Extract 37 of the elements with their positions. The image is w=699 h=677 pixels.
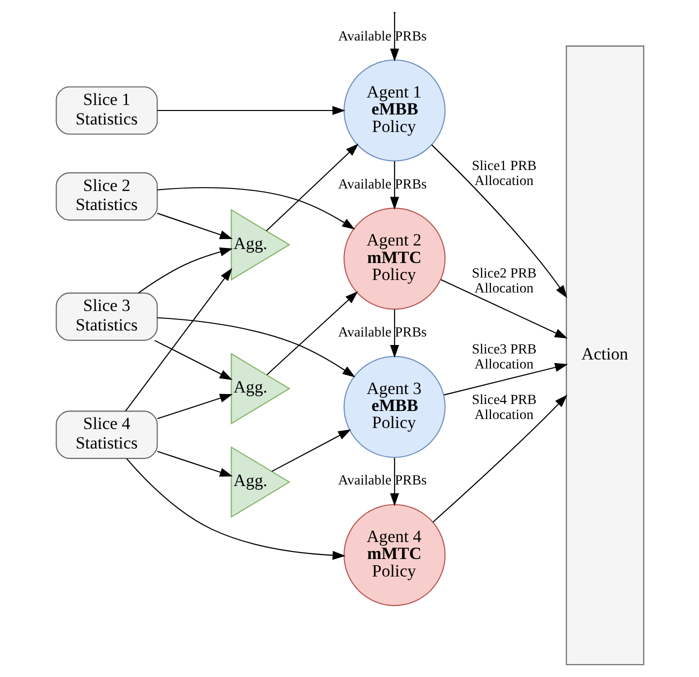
node-box: Slice 3 Statistics [55,292,158,341]
node-box: Slice 4 Statistics [55,410,158,459]
arrow [390,458,399,506]
edge-label: Slice4 PRB Allocation [471,393,536,424]
arrow [390,161,399,210]
arrow [154,340,232,380]
arrow [390,13,399,62]
arrow [440,279,568,338]
arrow [124,268,232,412]
edge-label: Available PRBs [338,29,426,44]
arrow [432,394,567,522]
arrow [156,106,345,116]
node-circle: Agent 3 eMBB Policy [343,356,446,458]
node-box: Slice 1 Statistics [55,86,158,135]
arrow [390,310,399,358]
edge-label: Slice3 PRB Allocation [471,342,536,373]
edge-label: Available PRBs [338,474,426,489]
edge-label: Slice1 PRB Allocation [471,158,536,190]
arrow [156,394,232,420]
edge-label: Available PRBs [338,325,426,340]
node-box: Action [565,46,644,666]
arrow [156,317,355,378]
node-box: Slice 2 Statistics [55,172,158,221]
arrow [266,291,358,376]
node-circle: Agent 1 eMBB Policy [343,59,446,162]
arrow [443,362,568,396]
arrow [271,429,351,472]
node-circle: Agent 4 mMTC Policy [343,504,446,606]
arrow [430,144,567,298]
arrow [126,458,346,560]
arrow [266,144,358,232]
arrow [138,247,232,294]
edge-label: Slice2 PRB Allocation [471,266,536,296]
arrow [156,212,232,240]
edge-label: Available PRBs [338,177,426,192]
arrow [156,187,355,230]
arrow [156,450,232,477]
